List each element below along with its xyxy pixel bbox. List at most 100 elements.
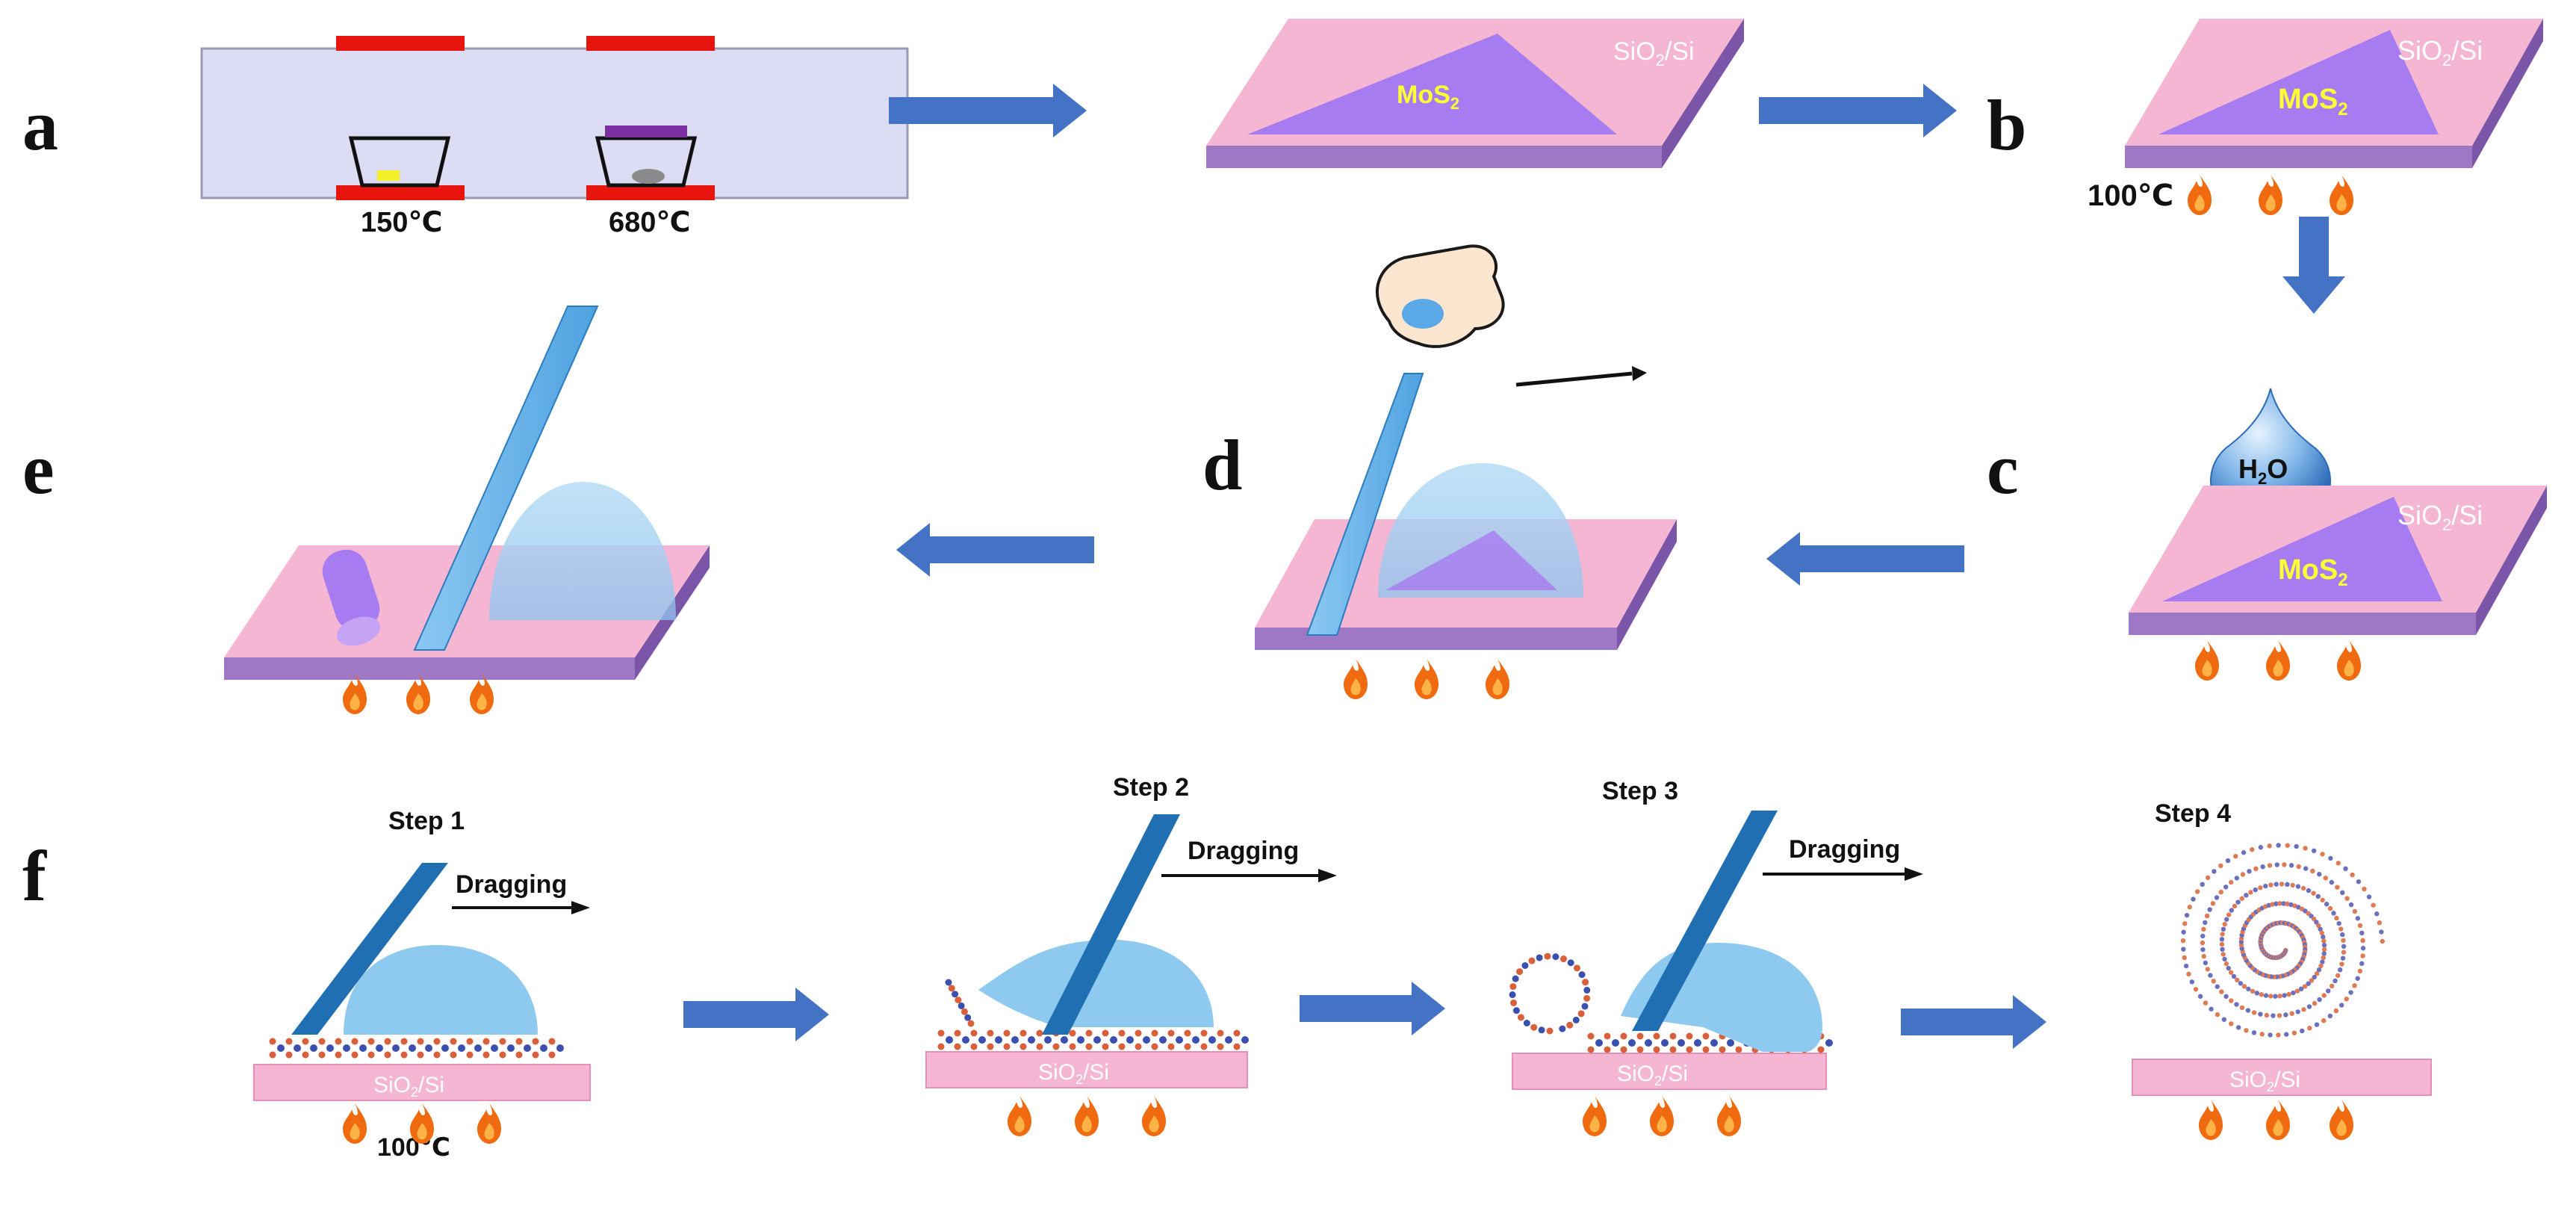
- atom: [978, 1036, 986, 1044]
- atom: [987, 1029, 994, 1037]
- arrow-substrate-to-b: [1759, 84, 1957, 137]
- atom: [2277, 901, 2282, 906]
- atom: [1512, 1007, 1520, 1015]
- temp-label-680: 680℃: [609, 207, 690, 238]
- atom: [995, 1036, 1002, 1044]
- mos2-layer-2: [937, 979, 1249, 1050]
- atom: [2329, 879, 2335, 885]
- atom: [2182, 955, 2187, 961]
- atom: [2290, 882, 2295, 888]
- atom: [2277, 994, 2282, 999]
- atom: [2316, 967, 2322, 973]
- atom: [2276, 843, 2281, 848]
- atom: [2276, 1032, 2281, 1038]
- sio2-si-label-c: SiO2/Si: [2397, 500, 2483, 534]
- atom: [2324, 902, 2330, 907]
- atom: [2229, 879, 2234, 885]
- atom: [2303, 866, 2309, 871]
- atom: [318, 1038, 326, 1045]
- atom: [2215, 984, 2220, 989]
- atom: [515, 1038, 523, 1045]
- atom: [1686, 1046, 1693, 1053]
- atom: [1085, 1029, 1093, 1037]
- atom: [2310, 868, 2315, 874]
- atom: [952, 991, 959, 998]
- atom: [499, 1051, 506, 1059]
- heater-top-left: [336, 36, 465, 51]
- panel-d-dragging: [1255, 244, 1677, 699]
- atom: [1572, 1016, 1580, 1023]
- atom: [962, 1036, 969, 1044]
- atom: [2352, 983, 2357, 988]
- atom: [466, 1051, 474, 1059]
- atom: [2314, 971, 2320, 976]
- atom: [335, 1038, 342, 1045]
- atom: [2295, 1009, 2300, 1015]
- atom: [2356, 879, 2362, 885]
- mos2-scroll-spiral: [2180, 843, 2385, 1038]
- atom: [2231, 973, 2237, 979]
- atom: [2321, 955, 2326, 961]
- atom: [2204, 913, 2210, 919]
- atom: [1200, 1043, 1208, 1050]
- atom: [1567, 959, 1574, 967]
- droplet-dome-e: [489, 482, 676, 620]
- atom: [1528, 957, 1536, 964]
- atom: [2316, 923, 2321, 929]
- atom: [1595, 1039, 1603, 1047]
- atom: [1167, 1029, 1175, 1037]
- atom: [2226, 912, 2232, 917]
- atom: [1061, 1036, 1068, 1044]
- atom: [1192, 1036, 1199, 1044]
- atom: [954, 1043, 961, 1050]
- atom: [1028, 1036, 1035, 1044]
- step-3-label: Step 3: [1602, 777, 1678, 805]
- atom: [1669, 1032, 1677, 1040]
- atom: [2191, 896, 2196, 902]
- atom: [1628, 1039, 1636, 1047]
- atom: [1583, 994, 1591, 1002]
- atom: [2220, 926, 2226, 932]
- atom: [409, 1044, 416, 1052]
- atom: [2273, 994, 2278, 999]
- substrate-bar-4: [2132, 1059, 2432, 1096]
- atom: [2225, 858, 2231, 864]
- atom: [474, 1044, 482, 1052]
- atom: [2321, 951, 2327, 956]
- atom: [2285, 843, 2290, 848]
- atom: [2271, 1013, 2276, 1018]
- atom: [1677, 1039, 1685, 1047]
- panel-letter-b: b: [1987, 85, 2026, 165]
- atom: [384, 1038, 391, 1045]
- atom: [1135, 1029, 1142, 1037]
- atom: [1085, 1043, 1093, 1050]
- atom: [2183, 963, 2189, 969]
- atom: [2211, 979, 2216, 984]
- atom: [1612, 1039, 1619, 1047]
- atom: [2235, 899, 2241, 905]
- atom: [2333, 978, 2338, 984]
- atom: [302, 1051, 309, 1059]
- atom: [458, 1044, 465, 1052]
- atom: [2317, 872, 2322, 877]
- atom: [2181, 947, 2186, 952]
- atom: [1735, 1046, 1742, 1053]
- atom: [524, 1044, 531, 1052]
- atom: [2344, 997, 2349, 1002]
- arrow-d-to-e: [896, 523, 1094, 577]
- atom: [507, 1044, 515, 1052]
- atom: [2294, 988, 2300, 994]
- step-2-label: Step 2: [1113, 773, 1189, 802]
- atom: [1604, 1032, 1611, 1040]
- atom: [2359, 961, 2365, 966]
- atom: [1509, 991, 1516, 999]
- atom: [2282, 862, 2287, 867]
- arrow-a-to-substrate: [889, 84, 1087, 137]
- step-1-label: Step 1: [388, 807, 465, 835]
- mos2-scroll: [322, 549, 381, 646]
- atom: [1583, 986, 1591, 994]
- atom: [2360, 938, 2365, 944]
- atom: [2203, 960, 2209, 966]
- atom: [2200, 933, 2206, 939]
- atom: [2338, 926, 2344, 932]
